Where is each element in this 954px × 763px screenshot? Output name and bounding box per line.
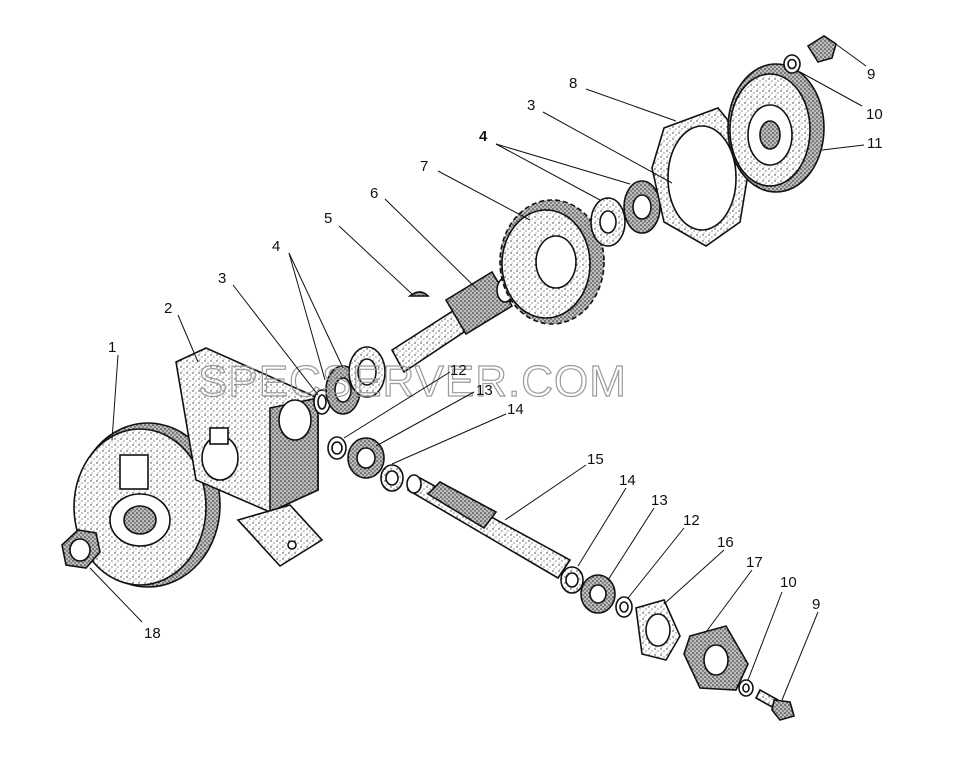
callout-label: 9 [867,66,875,83]
callout-label: 12 [450,362,467,379]
part-9-top-bolt [806,35,837,63]
callout-label: 5 [324,210,332,227]
part-5-key [407,291,430,297]
callout-label: 12 [683,512,700,529]
callout-label: 10 [780,574,797,591]
callout-label: 18 [144,625,161,642]
callout-label: 7 [420,158,428,175]
part-14-right-spacer [560,566,584,594]
callout-label: 6 [370,185,378,202]
callout-label: 14 [507,401,524,418]
part-12-left-ring [327,436,347,460]
part-2-housing [175,347,324,568]
part-9-bottom-bolt [754,688,795,721]
callout-label: 9 [812,596,820,613]
part-13-left-bearing [347,437,385,479]
callout-label: 17 [746,554,763,571]
callout-label: 1 [108,339,116,356]
part-11-cover [727,63,825,193]
part-3-left-ring [313,389,331,415]
leader-lines [89,41,867,701]
callout-label: 15 [587,451,604,468]
part-14-left-spacer [380,464,404,492]
part-12-right-ring [615,596,633,618]
callout-label: 16 [717,534,734,551]
part-10-bottom-washer [738,679,754,697]
callout-label: 11 [867,135,883,152]
callout-label: 4 [272,238,280,255]
callout-label: 8 [569,75,577,92]
callout-label: 3 [527,97,535,114]
callout-label: 3 [218,270,226,287]
watermark-text: SPECSERVER.COM [198,357,627,406]
part-1-pulley-flange [73,422,221,588]
part-18-nut [61,529,101,569]
part-4-left-washers [325,346,386,415]
part-15-output-shaft [406,474,572,580]
part-8-gasket [651,107,753,247]
callout-label: 4 [479,128,488,145]
callout-labels: 1 2 3 4 5 6 7 8 3 4 9 10 11 12 13 14 15 … [108,66,883,642]
callout-label: 13 [651,492,668,509]
part-10-top-washer [783,54,801,74]
callout-label: 2 [164,300,172,317]
part-13-right-bearing [580,574,616,614]
part-7-gear [499,199,605,325]
part-4-right-washers [590,180,661,247]
part-17-small-flange [683,625,749,691]
part-16-small-gasket [635,599,681,661]
callout-label: 14 [619,472,636,489]
callout-label: 10 [866,106,883,123]
callout-label: 13 [476,382,493,399]
